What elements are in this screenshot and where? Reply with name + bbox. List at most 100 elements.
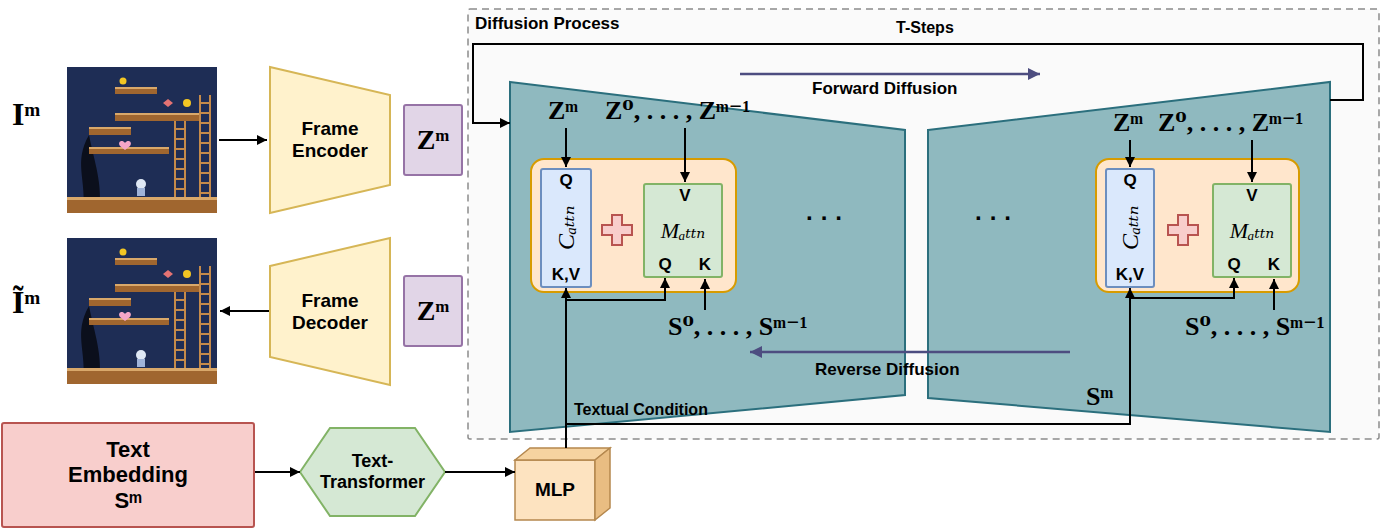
text-slot: Zᵐ — [403, 104, 463, 176]
shape-body — [928, 82, 1330, 432]
frame-arrow — [219, 139, 267, 141]
frame-arrow — [220, 310, 269, 312]
text-slot: K,V — [1100, 265, 1160, 285]
edge-label: Textual Condition — [574, 401, 708, 419]
text-slot: Iᵐ — [12, 96, 40, 133]
connector — [255, 471, 300, 473]
cross-attention-box: QCₐₜₜₙK,V — [1105, 168, 1155, 288]
node-text: Zᵐ — [417, 124, 449, 156]
node-text: V — [1222, 186, 1282, 206]
cuboid-face — [515, 460, 595, 520]
text-slot: K — [1244, 255, 1304, 275]
cuboid-face — [595, 448, 610, 520]
text-slot: Frame Encoder — [270, 67, 390, 213]
node-text: Z⁰, . . . , Zᵐ⁻¹ — [1158, 108, 1303, 138]
node-text: Z⁰, . . . , Zᵐ⁻¹ — [605, 96, 750, 126]
node-text: V — [655, 186, 715, 206]
shape-body — [2, 423, 254, 527]
text-slot: V — [1222, 186, 1282, 206]
shape-body — [510, 82, 905, 432]
unet-trapezoid: · · · Zᵐ Z⁰, . . . , Zᵐ⁻¹ S⁰, . . . , Sᵐ⁻¹ Q… — [928, 82, 1330, 432]
shape-body — [468, 9, 1379, 439]
text-slot: Q — [1100, 171, 1160, 191]
encoder-trapezoid: Frame Encoder — [270, 67, 390, 213]
text-slot: Zᵐ — [403, 275, 463, 347]
frame-label: Ĩᵐ — [12, 284, 40, 321]
text-slot: Z⁰, . . . , Zᵐ⁻¹ — [605, 96, 750, 126]
node-text: Q — [1204, 255, 1264, 275]
node-text: K — [1244, 255, 1304, 275]
node-text: Frame Decoder — [278, 290, 382, 334]
text-slot: Q — [1204, 255, 1264, 275]
direction-label: Reverse Diffusion — [815, 360, 960, 380]
text-slot: · · · — [975, 204, 1012, 232]
latent-box: Zᵐ — [403, 104, 463, 176]
text-slot: T-Steps — [893, 19, 957, 37]
node-text: Mₐₜₜₙ — [1230, 218, 1275, 243]
frame-label: Iᵐ — [12, 96, 40, 133]
connector — [566, 278, 1234, 448]
node-text: S⁰, . . . , Sᵐ⁻¹ — [668, 312, 808, 342]
edge-label: T-Steps — [893, 19, 957, 37]
node-text: Text-Transformer — [309, 451, 437, 492]
game-frame — [67, 67, 217, 213]
node-text: Cₐₜₜₙ — [1116, 206, 1144, 251]
input-arrow — [1273, 279, 1275, 310]
text-slot: Text Embedding Sᵐ — [1, 422, 255, 528]
motion-attention-box: VMₐₜₜₙQK — [1212, 183, 1292, 278]
input-arrow — [565, 128, 567, 167]
text-slot: S⁰, . . . , Sᵐ⁻¹ — [1185, 312, 1325, 342]
node-text: MLP — [535, 479, 575, 501]
node-text: Q — [536, 171, 596, 191]
text-slot: Diffusion Process — [475, 14, 620, 34]
text-slot: K — [675, 255, 735, 275]
transformer-hexagon: Text-Transformer — [300, 428, 445, 516]
node-text: Diffusion Process — [475, 14, 620, 34]
node-text: K,V — [1100, 265, 1160, 285]
plus-symbol — [1168, 215, 1198, 245]
direction-label: Forward Diffusion — [812, 79, 957, 99]
connector — [445, 471, 515, 473]
game-frame — [67, 238, 217, 384]
input-arrow — [1251, 140, 1253, 182]
connector — [566, 278, 665, 448]
node-text: · · · — [806, 204, 843, 232]
latent-box: Zᵐ — [403, 275, 463, 347]
mlp-block: MLP — [515, 448, 610, 520]
text-slot: Ĩᵐ — [12, 284, 40, 321]
node-text: K,V — [536, 265, 596, 285]
direction-arrow — [740, 73, 1040, 76]
text-slot: Textual Condition — [574, 401, 708, 419]
condition-label: Sᵐ — [1086, 382, 1113, 412]
node-text: Zᵐ — [1113, 108, 1143, 138]
node-text: Zᵐ — [548, 96, 578, 126]
node-text: Zᵐ — [417, 295, 449, 327]
node-text: S⁰, . . . , Sᵐ⁻¹ — [1185, 312, 1325, 342]
text-slot: Text-Transformer — [300, 428, 445, 516]
node-text: K — [675, 255, 735, 275]
text-slot: Zᵐ — [548, 96, 578, 126]
embedding-box: Text Embedding Sᵐ — [1, 422, 255, 528]
text-slot: Zᵐ — [1113, 108, 1143, 138]
cross-attention-box: QCₐₜₜₙK,V — [540, 168, 592, 288]
input-arrow — [704, 279, 706, 310]
node-text: Text Embedding Sᵐ — [63, 437, 193, 513]
text-slot: K,V — [536, 265, 596, 285]
text-slot: Frame Decoder — [270, 238, 390, 385]
node-text: · · · — [975, 204, 1012, 232]
text-slot: Reverse Diffusion — [815, 360, 960, 380]
unet-trapezoid: Zᵐ Z⁰, . . . , Zᵐ⁻¹ · · · S⁰, . . . , Sᵐ⁻¹ Q… — [510, 82, 905, 432]
node-text: Q — [635, 255, 695, 275]
plus-symbol — [602, 215, 632, 245]
text-slot: Z⁰, . . . , Zᵐ⁻¹ — [1158, 108, 1303, 138]
node-text: Frame Encoder — [278, 118, 382, 162]
text-slot: V — [655, 186, 715, 206]
text-slot: Forward Diffusion — [812, 79, 957, 99]
shape-body — [270, 238, 390, 385]
text-slot: Q — [536, 171, 596, 191]
text-slot: S⁰, . . . , Sᵐ⁻¹ — [668, 312, 808, 342]
text-slot: · · · — [806, 204, 843, 232]
